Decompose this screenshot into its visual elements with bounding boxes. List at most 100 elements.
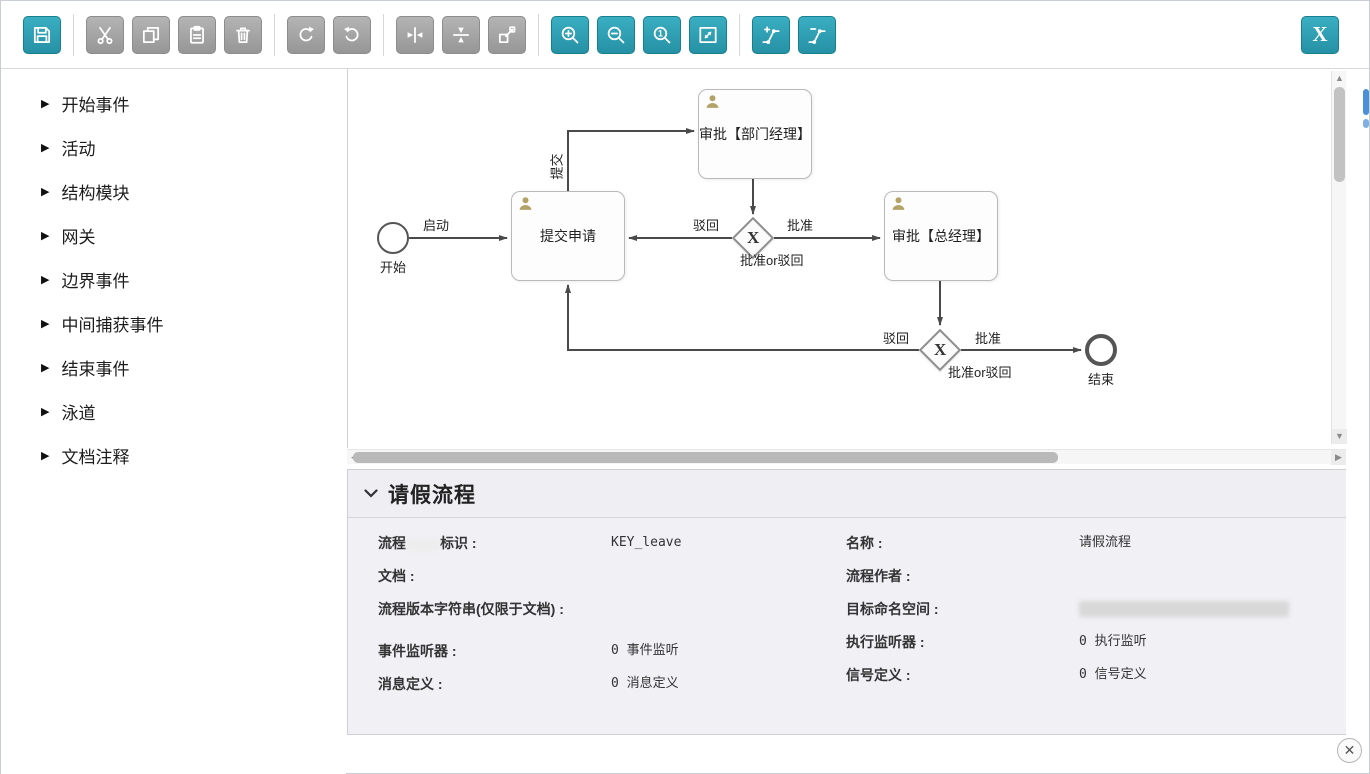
chevron-right-icon: ▶: [41, 185, 50, 198]
palette-item-label: 文档注释: [61, 447, 130, 467]
palette-item-annotations[interactable]: ▶文档注释: [1, 433, 346, 477]
vertical-scroll-thumb[interactable]: [1334, 87, 1345, 182]
palette-item-structural[interactable]: ▶ 结构模块: [1, 169, 346, 213]
gateway-label: 批准or驳回: [948, 365, 1012, 380]
toolbar-divider: [274, 13, 275, 56]
flow-label-approve-mgr: 批准: [786, 218, 813, 233]
property-row-message-definitions: 消息定义 : 0 消息定义: [378, 673, 828, 695]
properties-column-right: 名称 : 请假流程 流程作者 : 目标命名空间 : 执行监听器 : 0 执行监听…: [846, 532, 1316, 697]
property-label: 消息定义 :: [378, 676, 443, 692]
end-event-label: 结束: [1087, 372, 1114, 387]
toolbar-divider: [383, 13, 384, 56]
browser-scrollbar-artifact: [1363, 89, 1369, 115]
start-event-node[interactable]: [377, 222, 409, 254]
flow-label-start: 启动: [422, 218, 449, 233]
align-vertical-button[interactable]: [442, 15, 480, 54]
property-label: 信号定义 :: [846, 667, 911, 683]
property-row-name: 名称 : 请假流程: [846, 532, 1316, 554]
add-bendpoint-icon: [762, 25, 780, 44]
task-submit-request[interactable]: 提交申请: [511, 191, 625, 281]
remove-bendpoint-button[interactable]: [798, 15, 836, 54]
palette-item-start-events[interactable]: ▶ 开始事件: [1, 81, 346, 125]
process-title: 请假流程: [388, 482, 476, 507]
palette-item-boundary-events[interactable]: ▶ 边界事件: [1, 257, 346, 301]
end-event-node[interactable]: [1085, 334, 1117, 366]
scroll-right-arrow[interactable]: ▶: [1331, 450, 1346, 465]
property-label: 目标命名空间 :: [846, 601, 939, 617]
property-value: 请假流程: [1079, 535, 1132, 550]
undo-button[interactable]: [333, 15, 371, 54]
remove-bendpoint-icon: [808, 27, 826, 44]
task-approve-general-manager[interactable]: 审批【总经理】: [884, 191, 998, 281]
zoom-in-button[interactable]: [551, 15, 589, 54]
task-approve-dept-manager[interactable]: 审批【部门经理】: [698, 89, 812, 179]
start-event-label: 开始: [379, 260, 406, 275]
close-designer-button[interactable]: X: [1301, 15, 1339, 54]
align-horizontal-button[interactable]: [396, 15, 434, 54]
sequence-flows: [409, 128, 1082, 353]
palette-item-end-events[interactable]: ▶结束事件: [1, 345, 346, 389]
scroll-down-arrow[interactable]: ▼: [1332, 429, 1347, 444]
palette-item-swimlanes[interactable]: ▶泳道: [1, 389, 346, 433]
property-row-event-listeners: 事件监听器 : 0 事件监听: [378, 640, 828, 662]
floppy-icon: [33, 26, 51, 43]
scroll-up-arrow[interactable]: ▲: [1335, 73, 1344, 83]
copy-button[interactable]: [132, 15, 170, 54]
user-task-icon: [892, 197, 905, 210]
vertical-scrollbar[interactable]: ▲ ▼: [1331, 71, 1347, 444]
chevron-right-icon: ▶: [41, 405, 50, 418]
gateway-label: 批准or驳回: [740, 253, 804, 268]
zoom-out-button[interactable]: [597, 15, 635, 54]
paste-icon: [190, 25, 204, 44]
property-row-execution-listeners: 执行监听器 : 0 执行监听: [846, 631, 1316, 653]
palette-item-activities[interactable]: ▶活动: [1, 125, 346, 169]
delete-button[interactable]: [224, 15, 262, 54]
property-value: 0 事件监听: [611, 643, 679, 658]
paste-button[interactable]: [178, 15, 216, 54]
same-size-button[interactable]: [488, 15, 526, 54]
add-bendpoint-button[interactable]: [752, 15, 790, 54]
property-row-process-key: 流程标识 : KEY_leave: [378, 532, 828, 554]
palette-item-intermediate-catching-events[interactable]: ▶中间捕获事件: [1, 301, 346, 345]
diagram-canvas[interactable]: 开始 提交申请 审批【部门经理】 审批【总经理】 X 批准or驳回 X 批准: [347, 69, 1347, 448]
chevron-right-icon: ▶: [41, 317, 50, 330]
palette-item-label: 边界事件: [61, 271, 130, 291]
palette-item-gateways[interactable]: ▶ 网关: [1, 213, 346, 257]
property-label: 名称 :: [846, 535, 883, 551]
horizontal-scroll-thumb[interactable]: [353, 452, 1058, 463]
chevron-down-icon: [364, 489, 378, 498]
property-label: 文档 :: [378, 568, 415, 584]
property-label: 流程版本字符串(仅限于文档) :: [378, 601, 564, 617]
property-label: 流程作者 :: [846, 568, 911, 584]
zoom-fit-button[interactable]: [689, 15, 727, 54]
property-row-target-namespace: 目标命名空间 :: [846, 598, 1316, 620]
scissors-icon: [97, 26, 113, 44]
toolbar-divider: [739, 13, 740, 56]
properties-header[interactable]: 请假流程: [348, 470, 1346, 518]
user-task-icon: [706, 95, 719, 108]
zoom-actual-icon: 1: [653, 26, 671, 43]
page-close-button[interactable]: ✕: [1337, 738, 1362, 763]
task-label: 审批【部门经理】: [699, 126, 811, 142]
redo-button[interactable]: [287, 15, 325, 54]
palette-item-label: 开始事件: [61, 95, 130, 115]
property-value: 0 信号定义: [1079, 667, 1147, 682]
blurred-value: [1079, 600, 1289, 617]
palette-item-label: 网关: [61, 227, 96, 247]
property-value: 0 执行监听: [1079, 634, 1147, 649]
cut-button[interactable]: [86, 15, 124, 54]
palette-item-label: 结构模块: [61, 183, 130, 203]
zoom-actual-button[interactable]: 1: [643, 15, 681, 54]
chevron-right-icon: ▶: [41, 273, 50, 286]
user-task-icon: [519, 197, 532, 210]
toolbar-divider: [538, 13, 539, 56]
chevron-right-icon: ▶: [41, 229, 50, 242]
save-button[interactable]: [23, 15, 61, 54]
redo-arrow-icon: [299, 26, 314, 41]
horizontal-scrollbar[interactable]: ◀ ▶: [347, 449, 1346, 465]
chevron-right-icon: ▶: [41, 361, 50, 374]
undo-arrow-icon: [344, 26, 359, 41]
toolbar: 1 X: [1, 1, 1369, 69]
chevron-right-icon: ▶: [41, 97, 50, 110]
property-row-signal-definitions: 信号定义 : 0 信号定义: [846, 664, 1316, 686]
